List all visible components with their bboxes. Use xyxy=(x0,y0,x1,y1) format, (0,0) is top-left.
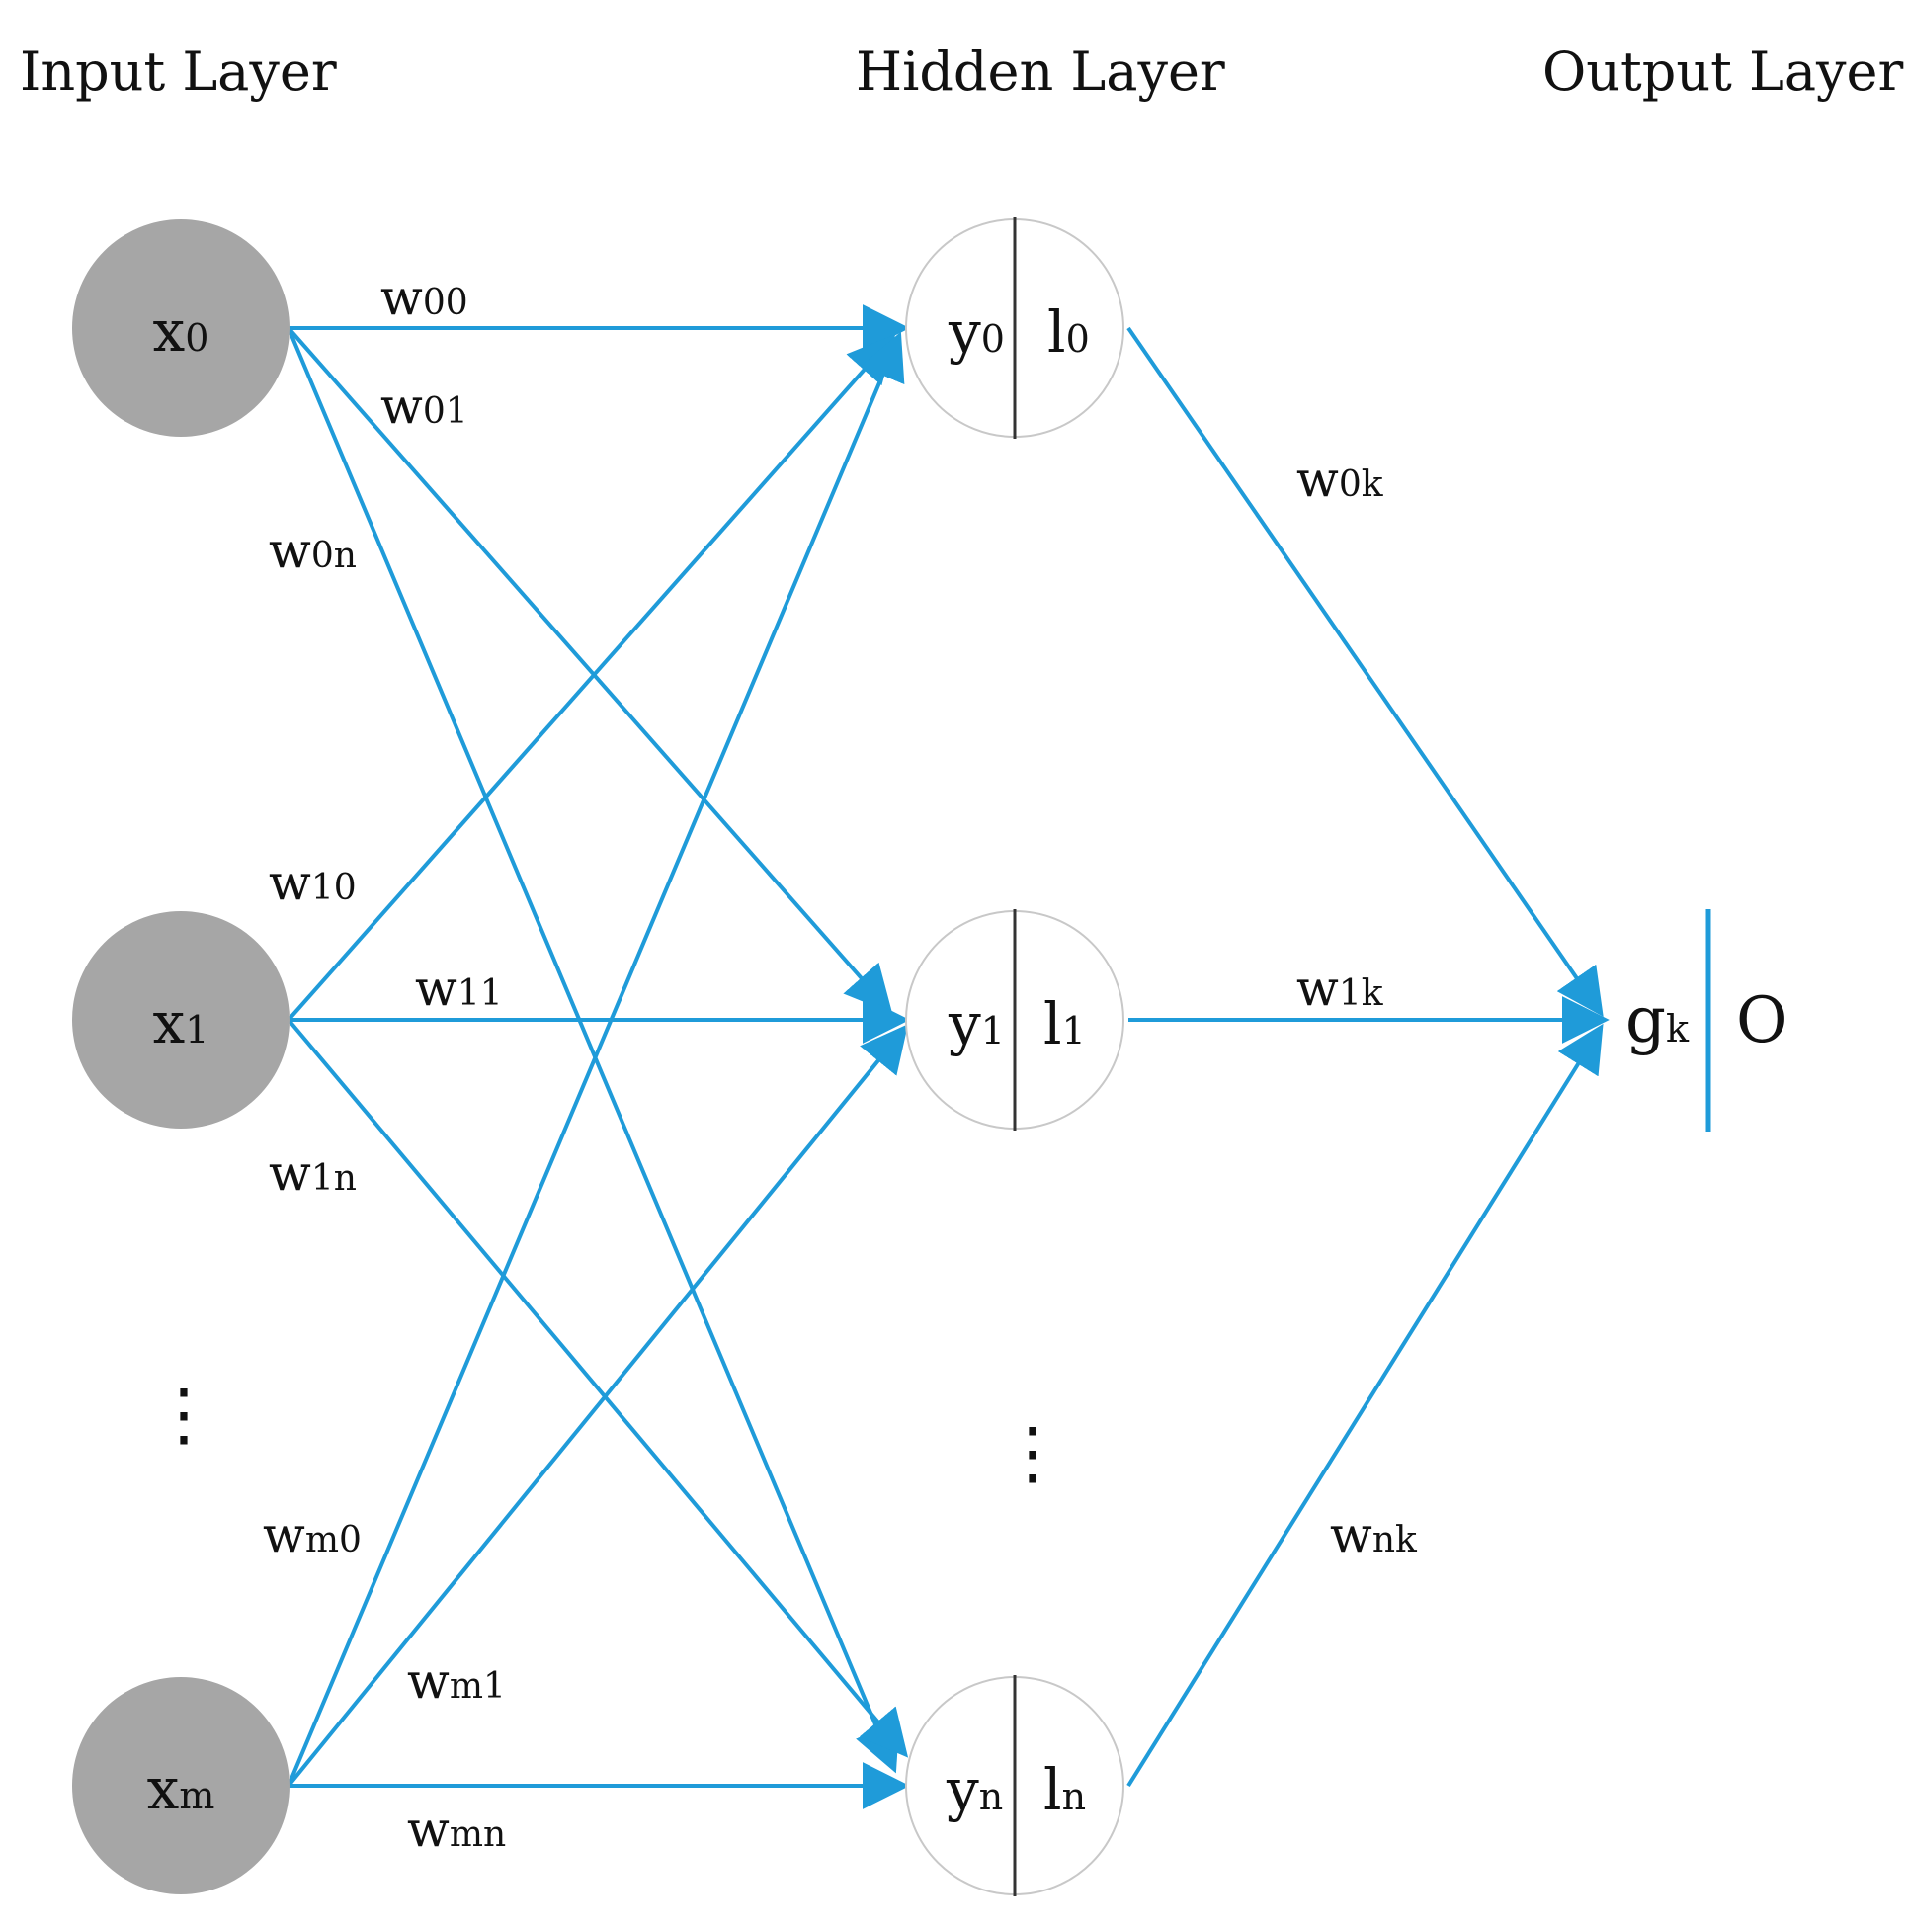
hidden-node-n: yn ln xyxy=(905,1675,1124,1896)
weight-sub: m1 xyxy=(450,1666,506,1707)
weight-label-w1n: w1n xyxy=(269,1144,357,1202)
edge-x0-yn xyxy=(287,327,900,1774)
hidden-node-y-main: y xyxy=(946,1756,979,1823)
input-node-circle xyxy=(72,219,290,437)
output-o-label: O xyxy=(1736,984,1787,1057)
input-node-x0: x0 xyxy=(72,219,290,437)
hidden-node-1: y1 l1 xyxy=(905,909,1124,1131)
weight-main: w xyxy=(1330,1506,1372,1563)
output-layer-title: Output Layer xyxy=(1542,41,1903,103)
hidden-node-l-sub: 0 xyxy=(1066,317,1090,361)
hidden-node-l-main: l xyxy=(1047,298,1066,366)
hidden-node-y-sub: n xyxy=(979,1775,1003,1818)
weight-label-w00: w00 xyxy=(380,269,468,326)
input-ellipsis: ⋮ xyxy=(149,1374,218,1455)
input-node-main: x xyxy=(153,297,186,365)
weight-sub: m0 xyxy=(305,1520,362,1560)
weight-label-w11: w11 xyxy=(415,960,503,1017)
weight-label-w0n: w0n xyxy=(269,522,357,579)
hidden-node-y-sub: 0 xyxy=(981,317,1005,361)
weight-label-wm1: wm1 xyxy=(407,1652,506,1710)
weight-sub: 01 xyxy=(423,391,468,432)
input-node-label: x1 xyxy=(153,989,209,1056)
edge-l0-gk xyxy=(1126,326,1604,1017)
weight-label-wm0: wm0 xyxy=(263,1506,362,1563)
weight-sub: 0n xyxy=(311,536,357,576)
input-node-main: x xyxy=(153,989,186,1056)
weight-main: w xyxy=(407,1801,450,1858)
weight-main: w xyxy=(380,269,423,326)
weight-main: w xyxy=(263,1506,305,1563)
input-node-sub: 0 xyxy=(185,316,208,360)
hidden-node-l-label: ln xyxy=(1043,1756,1086,1823)
input-node-x1: x1 xyxy=(72,911,290,1129)
hidden-node-y-main: y xyxy=(948,298,981,366)
output-g-label: gk xyxy=(1625,984,1690,1057)
weight-sub: 0k xyxy=(1339,464,1384,505)
weight-main: w xyxy=(380,378,423,435)
hidden-node-l-sub: n xyxy=(1062,1775,1086,1818)
input-layer-title: Input Layer xyxy=(20,41,337,103)
input-node-label: x0 xyxy=(153,297,209,365)
weight-sub: 1n xyxy=(311,1158,357,1199)
weight-sub: 00 xyxy=(423,283,468,323)
input-hidden-edges xyxy=(287,304,910,1809)
weight-main: w xyxy=(1296,960,1339,1017)
hidden-node-y-label: y0 xyxy=(948,298,1005,366)
input-node-circle xyxy=(72,911,290,1129)
hidden-node-l-label: l1 xyxy=(1043,990,1086,1057)
hidden-output-edges xyxy=(1126,326,1610,1788)
hidden-node-l-label: l0 xyxy=(1047,298,1090,366)
hidden-node-0: y0 l0 xyxy=(905,217,1124,439)
weight-sub: 11 xyxy=(457,973,503,1014)
hidden-layer-title: Hidden Layer xyxy=(856,41,1225,103)
edge-x1-y0 xyxy=(287,334,896,1022)
weight-main: w xyxy=(1296,451,1339,508)
input-node-circle xyxy=(72,1677,290,1894)
edge-xm-y1 xyxy=(287,1024,909,1788)
weight-label-w01: w01 xyxy=(380,378,468,435)
weight-label-wnk: wnk xyxy=(1330,1506,1418,1563)
weight-main: w xyxy=(269,854,311,911)
output-g-main: g xyxy=(1625,984,1666,1057)
hidden-node-y-label: yn xyxy=(946,1756,1003,1823)
weight-sub: 10 xyxy=(311,868,357,908)
hidden-node-l-main: l xyxy=(1043,990,1062,1057)
input-node-xm: xm xyxy=(72,1677,290,1894)
weight-sub: mn xyxy=(450,1814,506,1855)
weight-labels: w00 w01 w0n w10 w11 w1n wm0 wm1 wmn w0k … xyxy=(263,269,1418,1858)
hidden-ellipsis: ⋮ xyxy=(998,1412,1067,1493)
edge-ln-gk xyxy=(1126,1023,1604,1788)
weight-label-w0k: w0k xyxy=(1296,451,1384,508)
weight-main: w xyxy=(269,522,311,579)
hidden-node-y-main: y xyxy=(948,990,981,1057)
hidden-node-y-label: y1 xyxy=(948,990,1005,1057)
weight-main: w xyxy=(407,1652,450,1710)
input-node-sub: m xyxy=(179,1774,214,1817)
edge-xm-y0 xyxy=(287,331,905,1787)
weight-label-wmn: wmn xyxy=(407,1801,506,1858)
weight-sub: nk xyxy=(1372,1520,1418,1560)
edge-x0-y1 xyxy=(287,326,893,1014)
hidden-node-y-sub: 1 xyxy=(981,1009,1005,1052)
input-node-label: xm xyxy=(147,1755,215,1822)
weight-label-w1k: w1k xyxy=(1296,960,1384,1017)
edge-x1-yn xyxy=(287,1018,909,1758)
hidden-node-l-main: l xyxy=(1043,1756,1062,1823)
hidden-node-l-sub: 1 xyxy=(1062,1009,1086,1052)
weight-main: w xyxy=(269,1144,311,1202)
output-g-sub: k xyxy=(1666,1007,1690,1050)
weight-sub: 1k xyxy=(1339,973,1384,1014)
weight-main: w xyxy=(415,960,457,1017)
input-node-sub: 1 xyxy=(185,1008,208,1051)
input-node-main: x xyxy=(147,1755,180,1822)
weight-label-w10: w10 xyxy=(269,854,357,911)
output-node: gk O xyxy=(1625,909,1787,1132)
